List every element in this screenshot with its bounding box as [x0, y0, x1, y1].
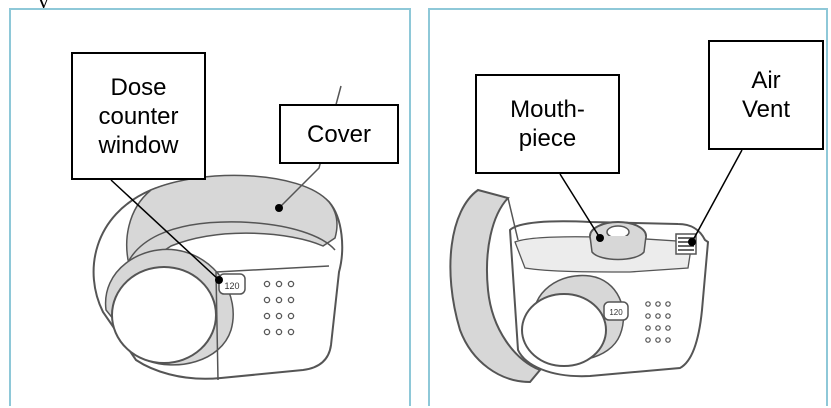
leader-dot-dose [215, 276, 223, 284]
label-mouthpiece: Mouth- piece [475, 74, 620, 174]
leader-dot-cover [275, 204, 283, 212]
leader-dot-air-vent [688, 238, 696, 246]
label-dose-counter-window: Dose counter window [71, 52, 206, 180]
open-inhaler-cap [522, 294, 606, 366]
open-dose-counter-value: 120 [609, 308, 623, 317]
inhaler-cap [112, 267, 216, 363]
leader-dot-mouthpiece [596, 234, 604, 242]
leader-line-air-vent [692, 150, 742, 242]
label-air-vent: Air Vent [708, 40, 824, 150]
left-panel: 120 Dose counter window Cover [9, 8, 411, 406]
right-panel: 120 Mouth- piece Air Vent [428, 8, 828, 406]
dose-counter-value: 120 [224, 281, 239, 291]
label-cover: Cover [279, 104, 399, 164]
